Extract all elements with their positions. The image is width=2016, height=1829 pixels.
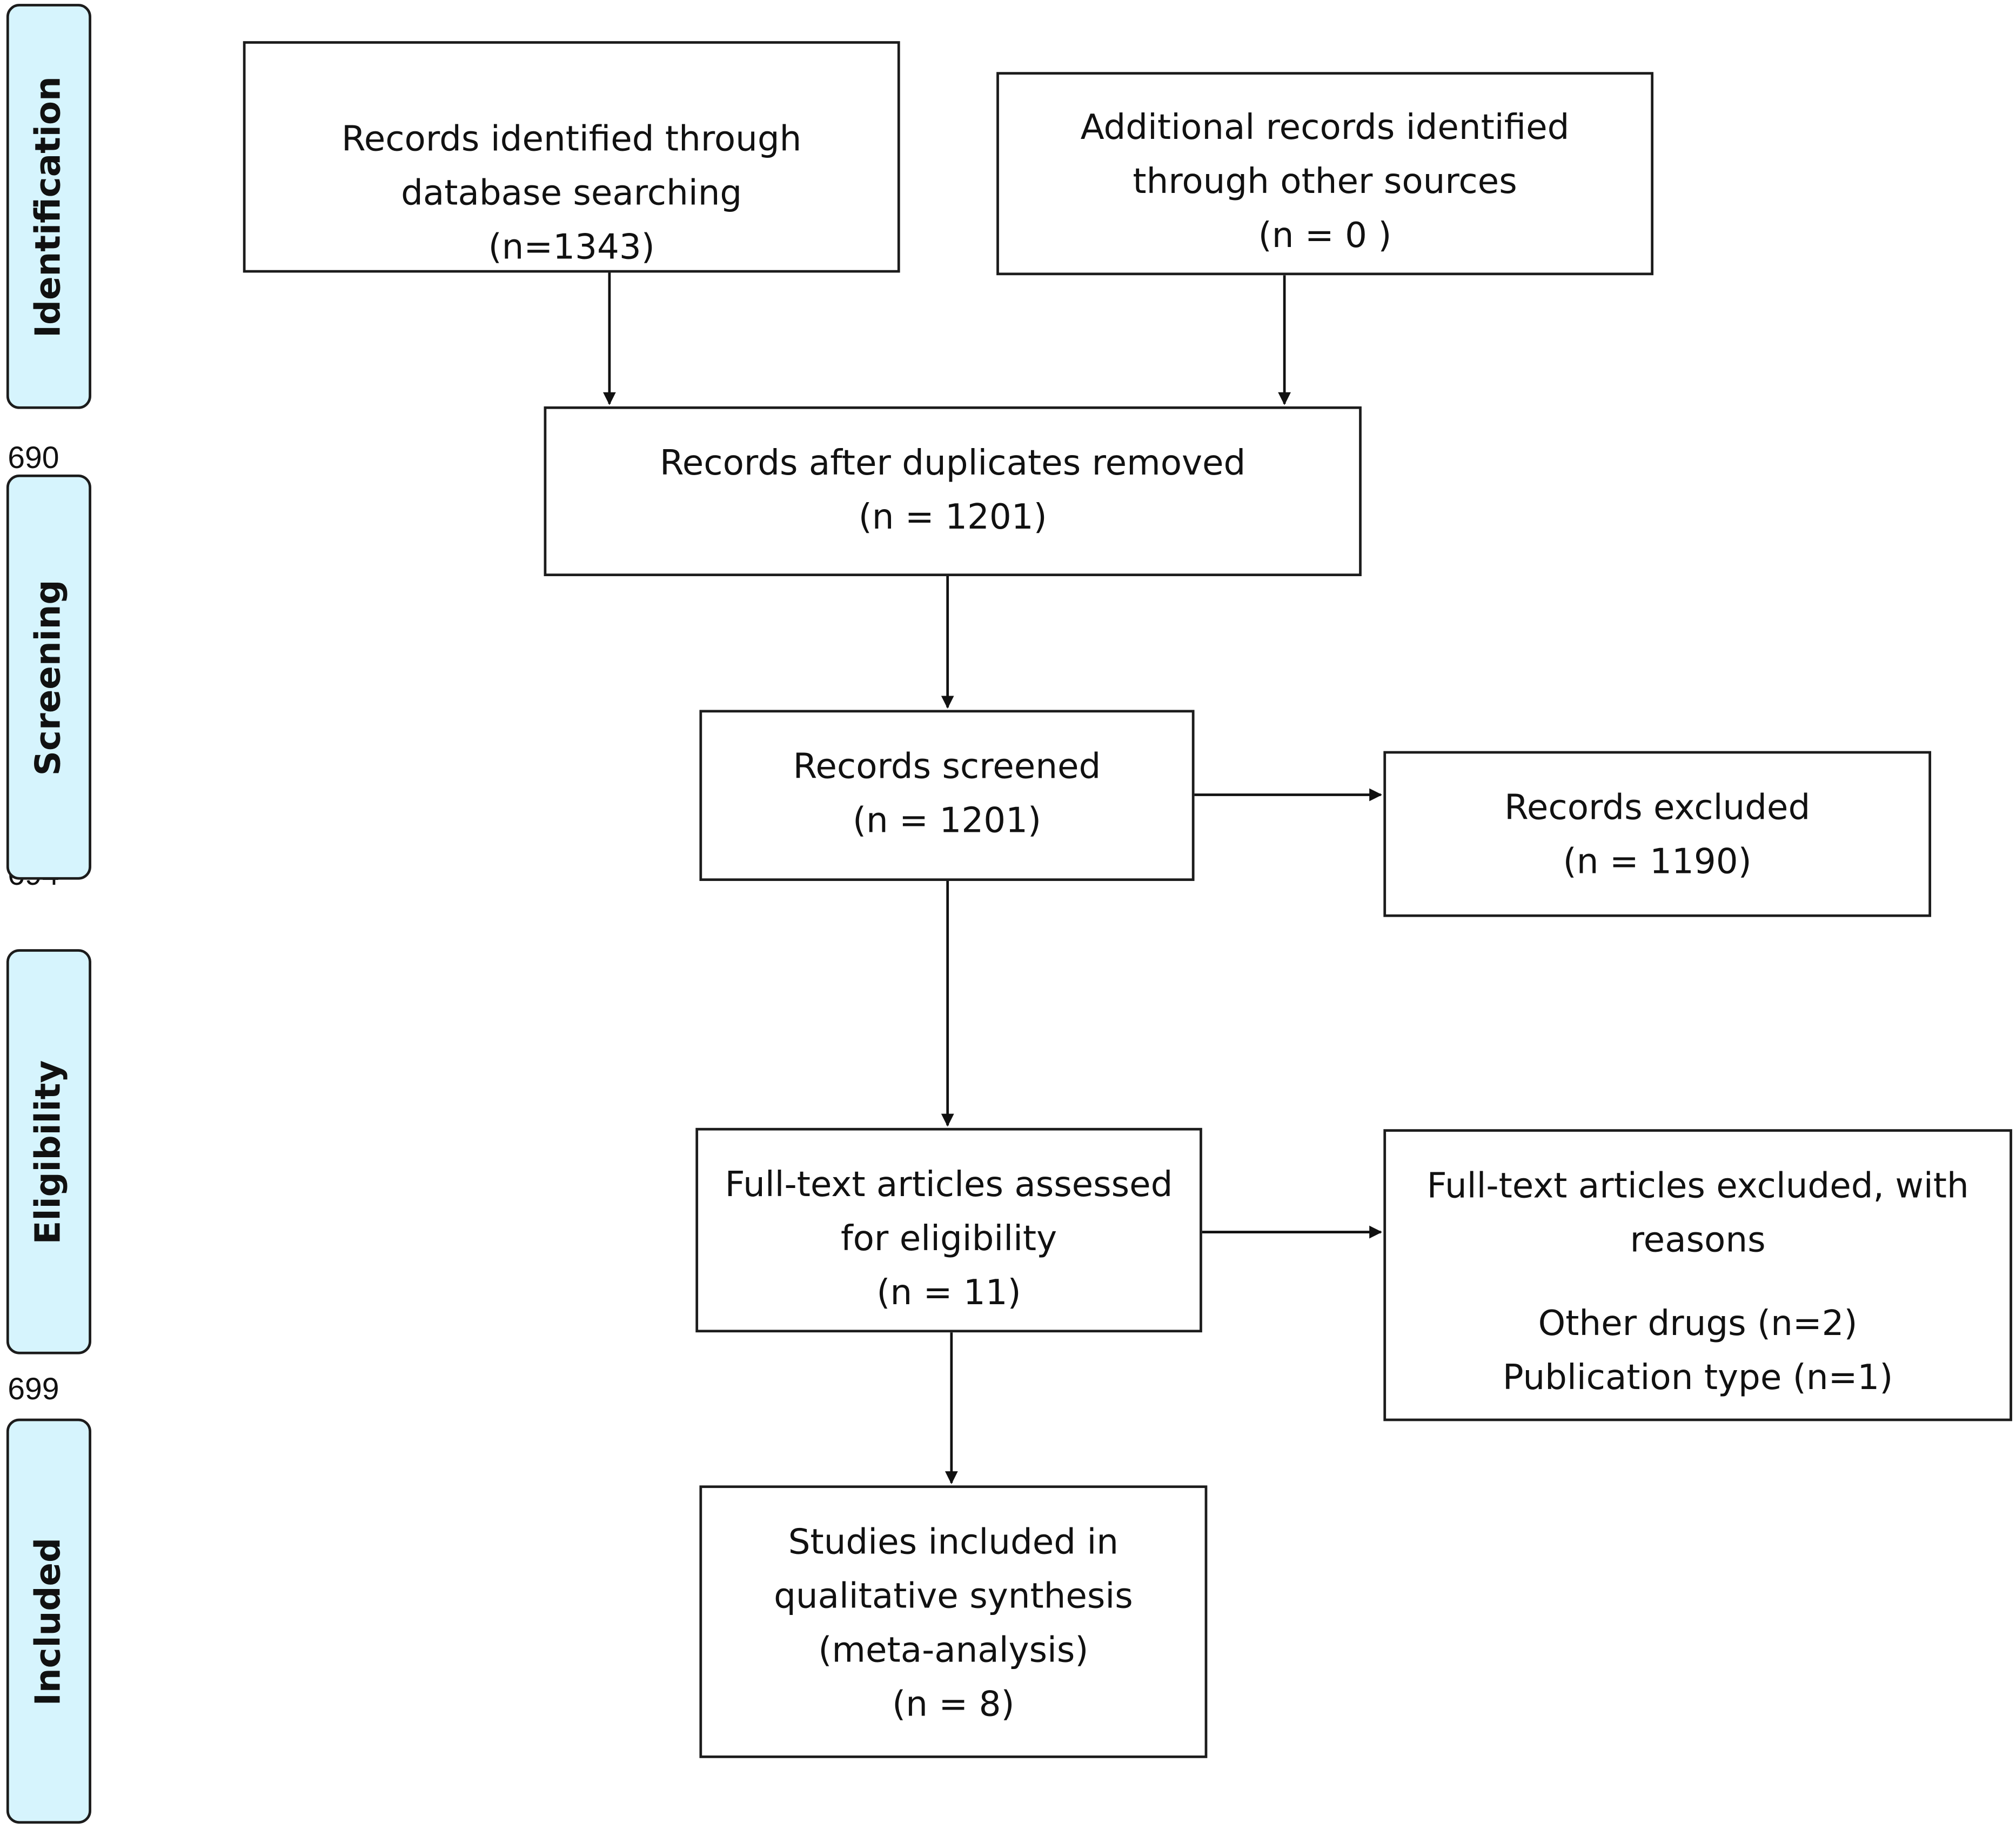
- box-text: Records screened: [793, 747, 1101, 787]
- box-count: (n = 0 ): [1258, 216, 1392, 256]
- box-count: (n=1343): [488, 228, 655, 268]
- box-text: through other sources: [1133, 162, 1517, 202]
- phase-screening: Screening: [6, 475, 91, 880]
- box-count: (n = 8): [892, 1685, 1015, 1725]
- line-number: 699: [8, 1372, 59, 1407]
- box-text: database searching: [401, 173, 742, 213]
- box-records-screened: Records screened (n = 1201): [699, 710, 1195, 881]
- phase-included: Included: [6, 1418, 91, 1824]
- box-studies-included: Studies included in qualitative synthesi…: [699, 1485, 1208, 1758]
- box-count: (n = 1190): [1563, 842, 1752, 883]
- exclusion-reason: Publication type (n=1): [1502, 1358, 1893, 1398]
- box-database-records: Records identified through database sear…: [243, 41, 900, 273]
- box-text: Records excluded: [1504, 788, 1811, 829]
- box-text: Studies included in: [788, 1523, 1119, 1563]
- phase-identification: Identification: [6, 4, 91, 409]
- line-number: 690: [8, 441, 59, 476]
- box-text: (meta-analysis): [818, 1631, 1089, 1671]
- box-text: for eligibility: [840, 1219, 1057, 1259]
- box-text: reasons: [1630, 1220, 1766, 1260]
- box-text: Full-text articles assessed: [725, 1165, 1173, 1205]
- box-other-sources: Additional records identified through ot…: [996, 72, 1654, 276]
- box-text: Records after duplicates removed: [660, 443, 1246, 484]
- phase-eligibility: Eligibility: [6, 949, 91, 1354]
- box-count: (n = 1201): [858, 497, 1047, 538]
- box-duplicates-removed: Records after duplicates removed (n = 12…: [544, 406, 1362, 577]
- box-fulltext-assessed: Full-text articles assessed for eligibil…: [695, 1127, 1202, 1333]
- box-records-excluded: Records excluded (n = 1190): [1383, 751, 1932, 917]
- box-text: Additional records identified: [1080, 108, 1570, 148]
- box-fulltext-excluded: Full-text articles excluded, with reason…: [1383, 1129, 2012, 1421]
- box-count: (n = 11): [876, 1273, 1021, 1313]
- box-text: Records identified through: [341, 119, 802, 160]
- box-text: qualitative synthesis: [774, 1577, 1133, 1617]
- box-text: Full-text articles excluded, with: [1426, 1166, 1969, 1206]
- exclusion-reason: Other drugs (n=2): [1538, 1304, 1858, 1344]
- box-count: (n = 1201): [852, 801, 1042, 842]
